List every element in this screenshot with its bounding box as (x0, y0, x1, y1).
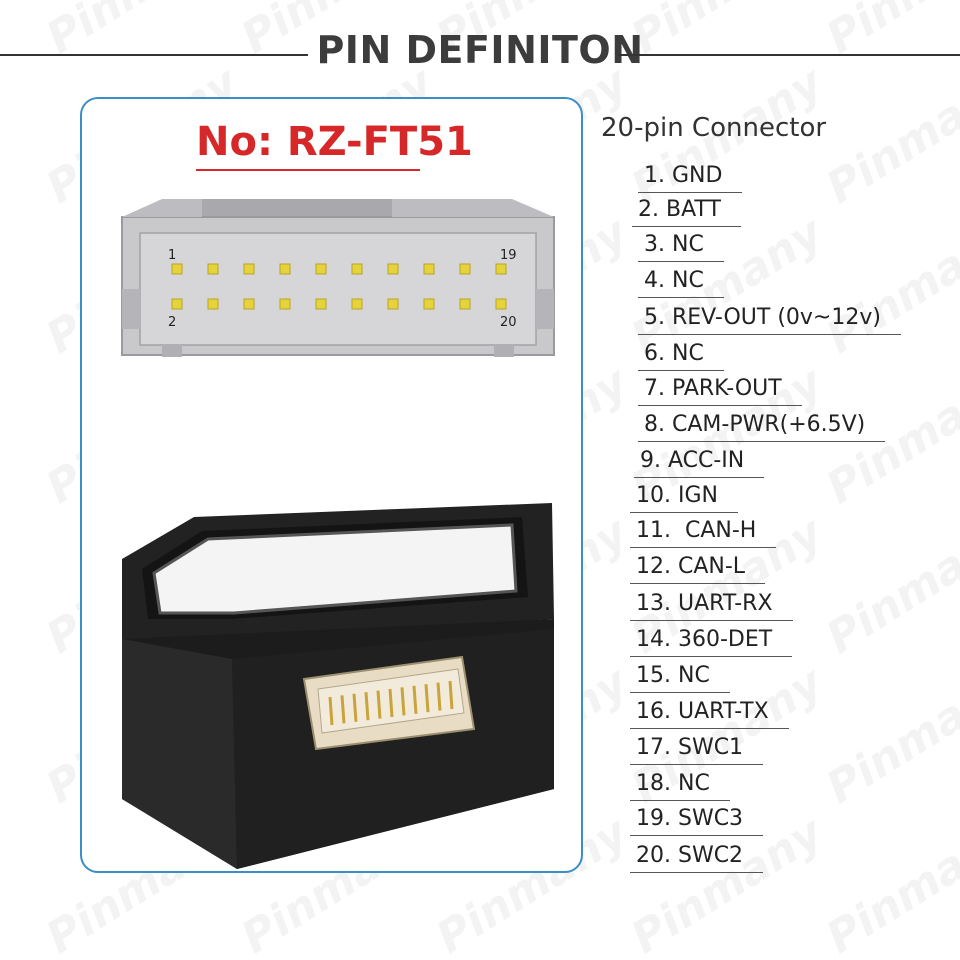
pin-definition-16: 16. UART-TX (630, 696, 789, 729)
model-number: No: RZ-FT51 (196, 119, 473, 165)
module-pin (388, 688, 394, 718)
connector-pin (243, 298, 255, 310)
pin-label-19: 19 (500, 248, 517, 263)
module-pin (412, 685, 418, 714)
pin-definition-7: 7. PARK-OUT (638, 373, 802, 406)
pin-definition-11: 11. CAN-H (630, 515, 777, 548)
module-pin (340, 695, 346, 724)
watermark-text: Pinmany (817, 807, 960, 960)
connector-pin (387, 298, 399, 310)
connector-pin (495, 298, 507, 310)
connector-pin (423, 298, 435, 310)
interface-module (122, 503, 554, 869)
connector-pin (459, 298, 471, 310)
watermark-text: Pinmany (817, 57, 960, 214)
pin-label-20: 20 (500, 315, 517, 330)
pin-definition-8: 8. CAM-PWR(+6.5V) (638, 409, 886, 442)
module-pin (400, 687, 406, 716)
connector-pins (171, 263, 507, 310)
pin-label-1: 1 (168, 248, 176, 263)
connector-housing (121, 199, 555, 357)
connector-pin (207, 263, 219, 275)
header-rule-right (618, 54, 960, 56)
product-photo-panel: No: RZ-FT51 1 19 2 20 (80, 97, 583, 873)
connector-pin (243, 263, 255, 275)
connector-pin (279, 298, 291, 310)
module-pin (376, 690, 382, 719)
page-title: PIN DEFINITON (316, 28, 644, 72)
pin-definition-5: 5. REV-OUT (0v~12v) (638, 302, 901, 335)
pin-definition-2: 2. BATT (632, 194, 741, 227)
connector-pin (171, 298, 183, 310)
watermark-text: Pinmany (817, 207, 960, 364)
connector-pin (315, 298, 327, 310)
connector-pin (387, 263, 399, 275)
connector-pin (351, 298, 363, 310)
pin-definition-6: 6. NC (638, 338, 724, 371)
pin-definition-18: 18. NC (630, 768, 730, 801)
model-number-underline (196, 169, 420, 171)
pin-definition-3: 3. NC (638, 229, 724, 262)
pin-definition-13: 13. UART-RX (630, 588, 793, 621)
connector-pin (207, 298, 219, 310)
pin-definition-14: 14. 360-DET (630, 624, 793, 657)
pin-definition-17: 17. SWC1 (630, 732, 764, 765)
module-pin (328, 696, 334, 726)
connector-illustration: 1 19 2 20 (121, 199, 555, 869)
connector-pin (351, 263, 363, 275)
pin-definition-19: 19. SWC3 (630, 803, 764, 836)
connector-pin (279, 263, 291, 275)
pin-definition-9: 9. ACC-IN (634, 445, 765, 478)
pin-definition-1: 1. GND (638, 160, 743, 193)
connector-pin (171, 263, 183, 275)
pin-definition-12: 12. CAN-L (630, 551, 766, 584)
module-pin (436, 682, 442, 711)
pin-definition-10: 10. IGN (630, 480, 738, 513)
module-connector-pins (328, 680, 454, 726)
watermark-text: Pinmany (817, 507, 960, 664)
module-pin (352, 693, 358, 722)
watermark-text: Pinmany (817, 657, 960, 814)
pin-definition-4: 4. NC (638, 265, 724, 298)
connector-pin (315, 263, 327, 275)
pinout-heading: 20-pin Connector (601, 113, 827, 143)
pin-definition-20: 20. SWC2 (630, 840, 764, 873)
pin-label-2: 2 (168, 315, 176, 330)
header-rule-left (0, 54, 308, 56)
connector-pin (495, 263, 507, 275)
module-pin (448, 680, 454, 710)
pin-definition-15: 15. NC (630, 660, 730, 693)
module-pin (424, 684, 430, 713)
connector-pin (459, 263, 471, 275)
module-pin (364, 692, 370, 721)
connector-pin (423, 263, 435, 275)
